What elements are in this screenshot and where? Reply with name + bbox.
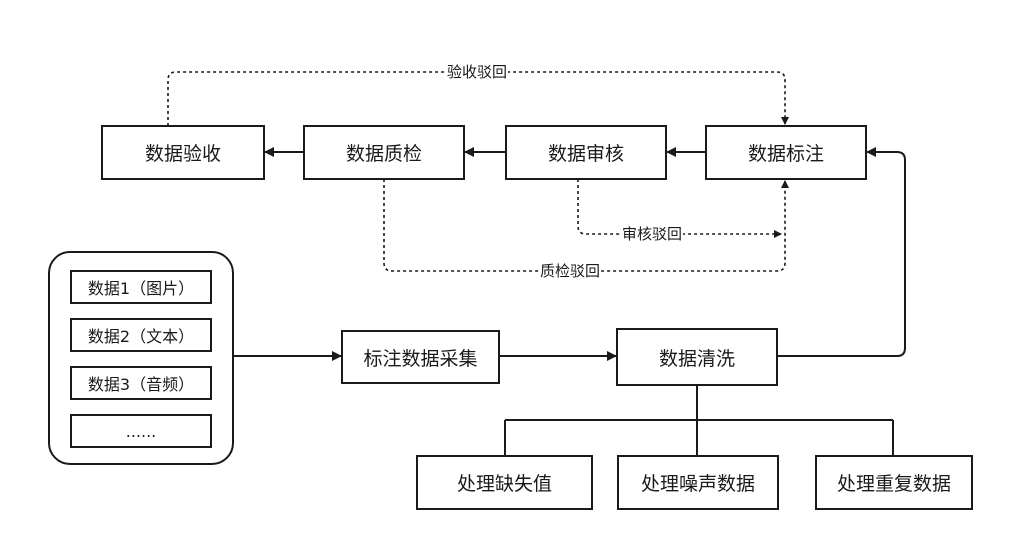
source-item-text: 数据2（文本） bbox=[70, 318, 212, 352]
annotation-box: 数据标注 bbox=[705, 125, 867, 180]
acceptance-reject-loop bbox=[167, 71, 789, 126]
source-item-audio: 数据3（音频） bbox=[70, 366, 212, 400]
cleaning-branches bbox=[504, 386, 894, 455]
cleaning-box: 数据清洗 bbox=[616, 328, 778, 386]
duplicates-box: 处理重复数据 bbox=[815, 455, 973, 510]
arrow-cleaning-to-annotation bbox=[778, 147, 906, 357]
quality-reject-loop bbox=[383, 179, 789, 272]
collection-box: 标注数据采集 bbox=[341, 330, 500, 384]
noise-box: 处理噪声数据 bbox=[617, 455, 779, 510]
acceptance-reject-label: 验收驳回 bbox=[445, 63, 509, 81]
missing-values-box: 处理缺失值 bbox=[416, 455, 593, 510]
review-box: 数据审核 bbox=[505, 125, 667, 180]
source-item-more: ...... bbox=[70, 414, 212, 448]
quality-check-box: 数据质检 bbox=[303, 125, 465, 180]
acceptance-box: 数据验收 bbox=[101, 125, 265, 180]
source-item-image: 数据1（图片） bbox=[70, 270, 212, 304]
quality-reject-label: 质检驳回 bbox=[538, 262, 602, 280]
review-reject-label: 审核驳回 bbox=[620, 225, 684, 243]
